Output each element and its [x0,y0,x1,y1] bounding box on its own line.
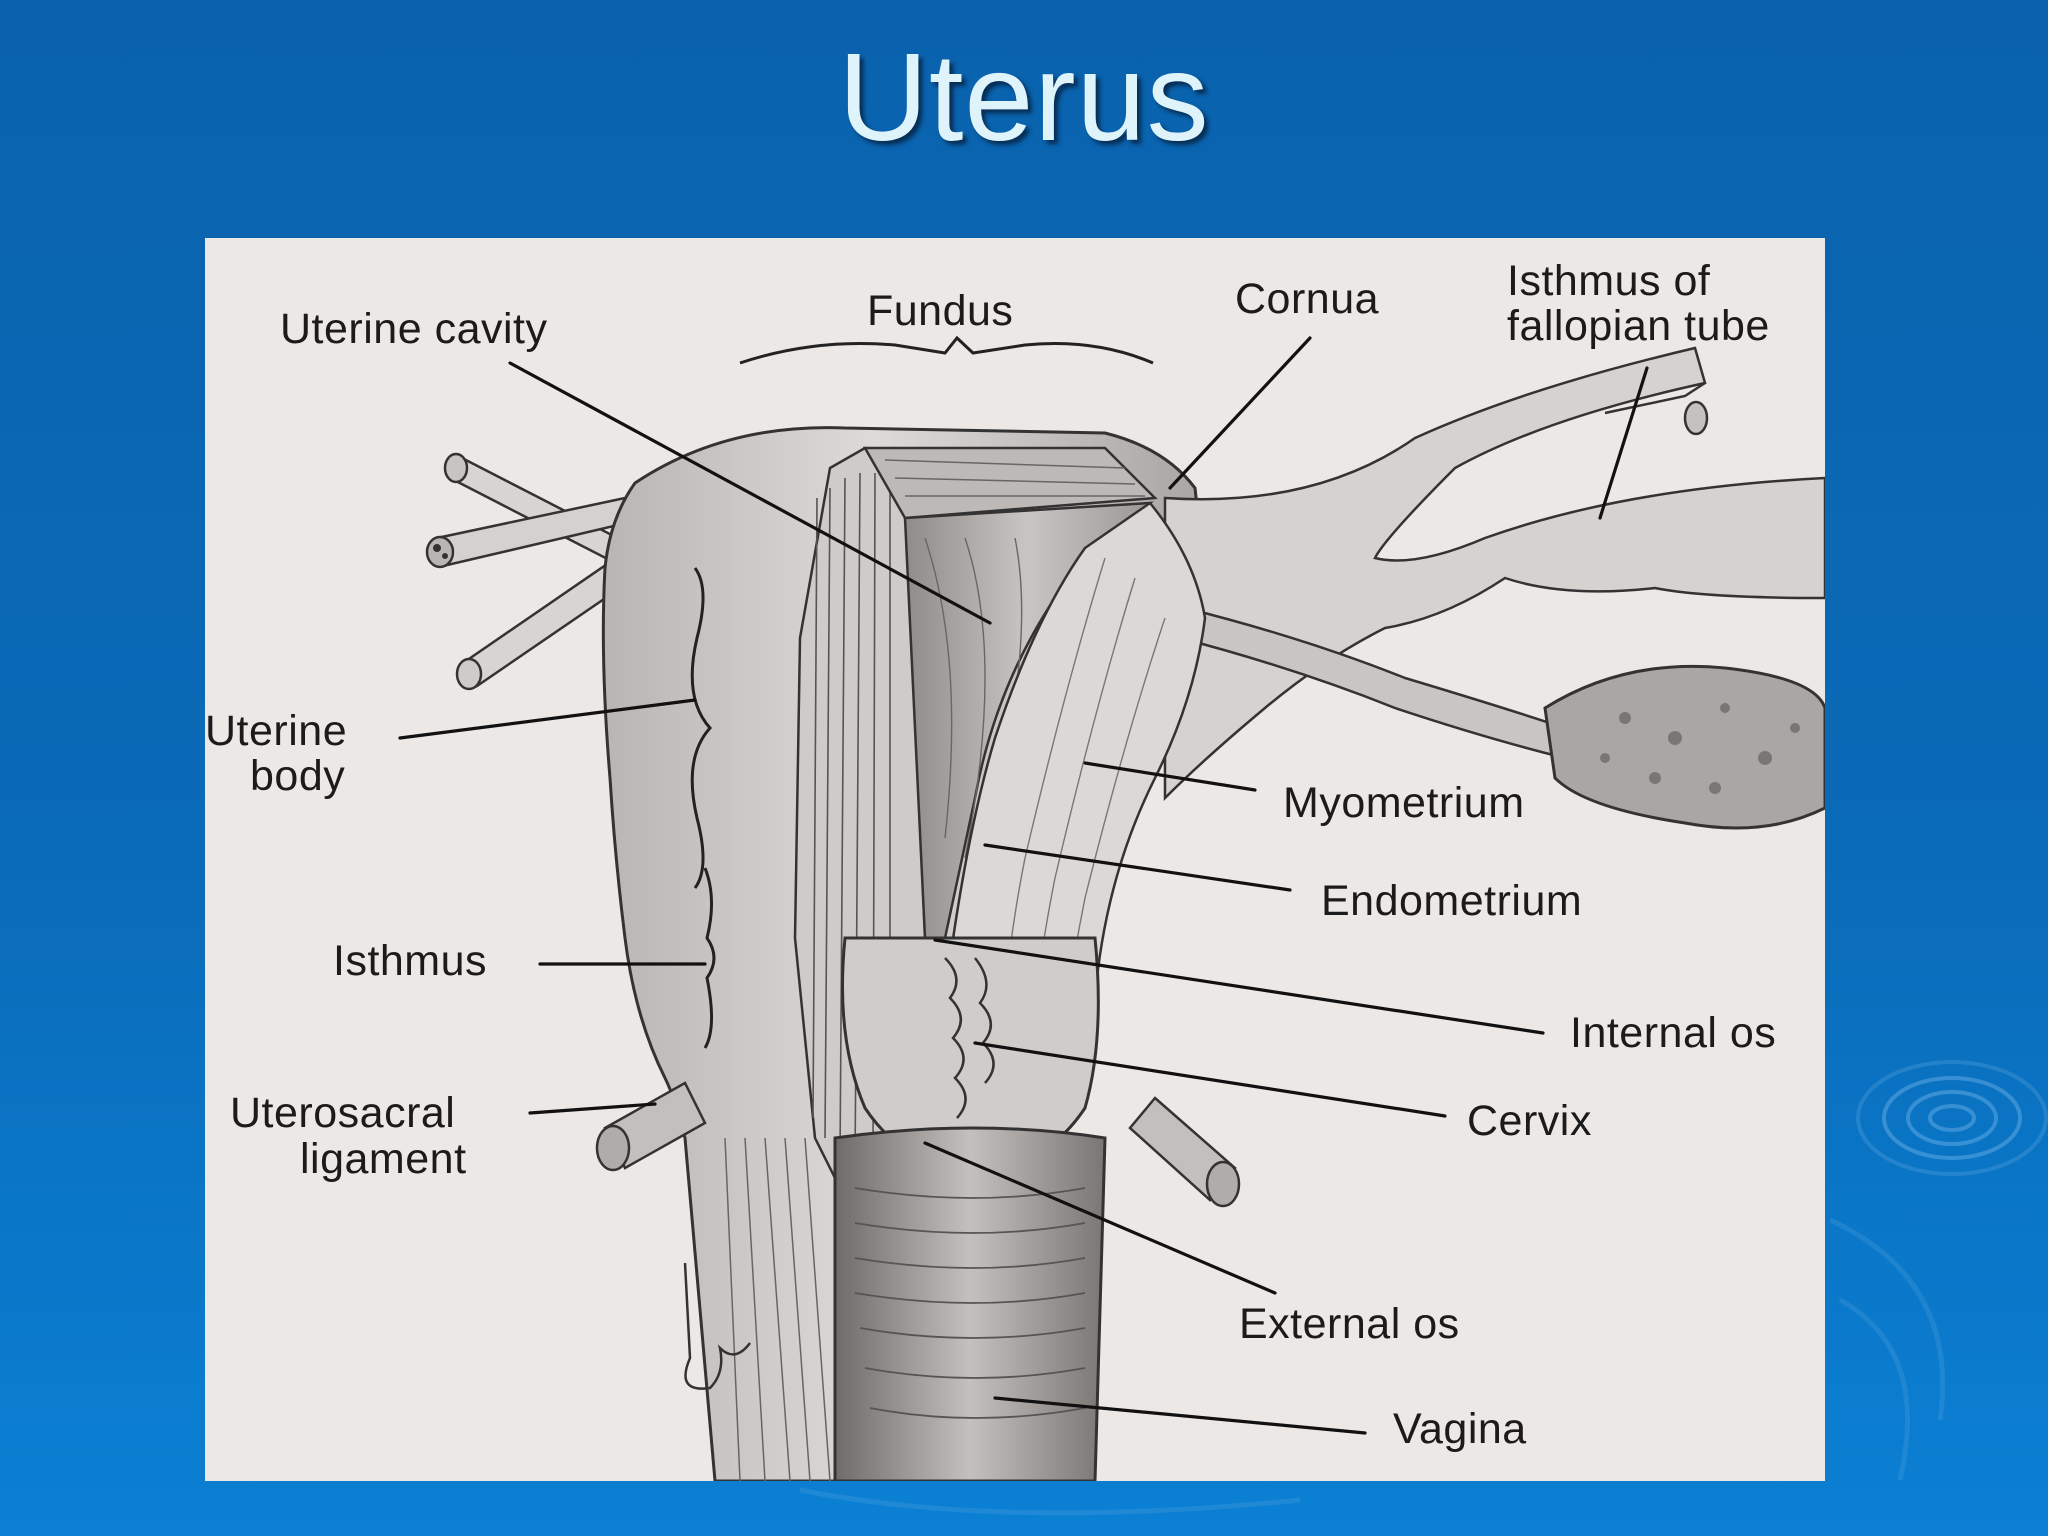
uterus-anatomy-figure: Uterine cavity Fundus Cornua Isthmus of … [205,238,1825,1481]
label-uterosacral-ligament-line2: ligament [300,1135,467,1183]
cervical-folds [944,957,995,1119]
artist-signature [683,1262,751,1390]
label-uterosacral-ligament-line1: Uterosacral [230,1089,456,1137]
label-isthmus-of-fallopian-tube-line1: Isthmus of [1507,257,1711,305]
vagina [833,1126,1107,1481]
label-external-os: External os [1239,1300,1460,1348]
left-tubes [425,452,663,691]
right-tube-and-ovary [1163,346,1825,830]
label-myometrium: Myometrium [1283,779,1525,827]
slide-title: Uterus [838,29,1210,167]
isthmus-bracket [703,867,716,1049]
label-uterine-body-line2: body [250,752,346,800]
label-isthmus-of-fallopian-tube-line2: fallopian tube [1507,302,1770,350]
fundus-brace [739,335,1154,365]
vaginal-rugae [854,1187,1086,1419]
label-vagina: Vagina [1393,1405,1527,1453]
label-internal-os: Internal os [1570,1009,1777,1057]
label-fundus: Fundus [867,287,1014,335]
fundus-cut-surface [862,446,1158,520]
label-uterine-body-line1: Uterine [205,707,348,755]
label-isthmus: Isthmus [333,937,488,985]
label-cervix: Cervix [1467,1097,1592,1145]
leader-lines [398,336,1649,1435]
uterine-body-bracket [690,567,713,889]
label-uterine-cavity: Uterine cavity [280,305,548,353]
ovary [1543,664,1825,830]
label-cornua: Cornua [1235,275,1380,323]
uterus-illustration [398,335,1825,1481]
label-endometrium: Endometrium [1321,877,1583,925]
